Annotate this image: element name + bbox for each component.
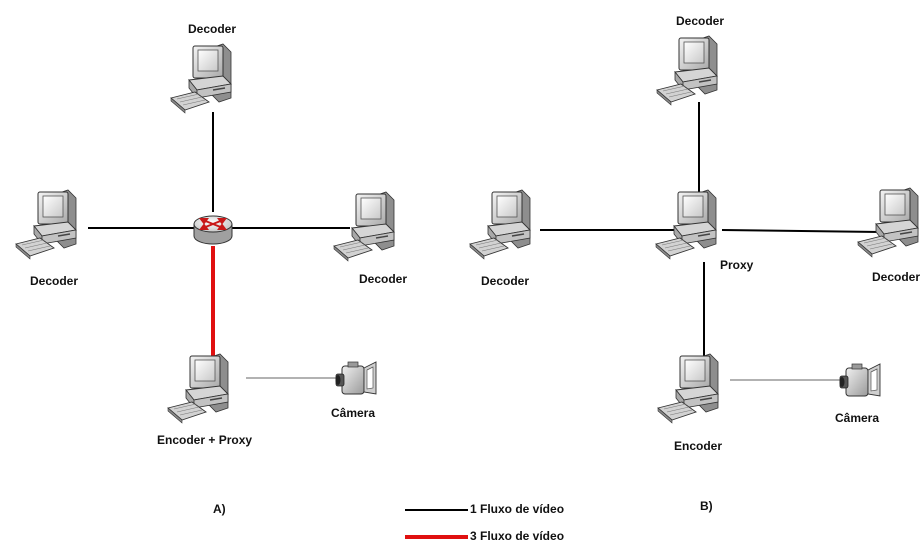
panel-a-label: A) <box>213 502 226 516</box>
decoder-a-top-label: Decoder <box>188 22 237 36</box>
panel-b-label: B) <box>700 499 713 513</box>
link-b-right <box>721 229 881 233</box>
router-icon <box>193 215 233 245</box>
diagram-a-links <box>88 112 350 379</box>
decoder-b-right-label: Decoder <box>872 270 920 284</box>
camera-b-label: Câmera <box>835 411 880 425</box>
encoder-proxy-a-label: Encoder + Proxy <box>157 433 253 447</box>
decoder-b-top-icon <box>656 35 718 106</box>
proxy-b-label: Proxy <box>720 258 754 272</box>
decoder-a-right-label: Decoder <box>359 272 408 286</box>
encoder-b-label: Encoder <box>674 439 723 453</box>
camera-b-icon <box>839 363 881 397</box>
decoder-b-right-icon <box>857 187 919 258</box>
legend <box>405 509 468 539</box>
decoder-a-left-label: Decoder <box>30 274 79 288</box>
decoder-b-left-label: Decoder <box>481 274 530 288</box>
legend-label-1: 1 Fluxo de vídeo <box>470 502 565 516</box>
decoder-b-left-icon <box>469 189 531 260</box>
decoder-b-top-label: Decoder <box>676 14 725 28</box>
diagram-b-links <box>540 102 881 381</box>
proxy-b-icon <box>655 189 717 260</box>
camera-a-icon <box>335 361 377 395</box>
encoder-b-icon <box>657 353 719 424</box>
diagram-a <box>15 43 395 424</box>
legend-label-3: 3 Fluxo de vídeo <box>470 529 565 543</box>
diagram-b <box>469 35 919 424</box>
decoder-a-top-icon <box>170 43 232 114</box>
camera-a-label: Câmera <box>331 406 376 420</box>
encoder-proxy-a-icon <box>167 353 229 424</box>
decoder-a-left-icon <box>15 189 77 260</box>
decoder-a-right-icon <box>333 191 395 262</box>
